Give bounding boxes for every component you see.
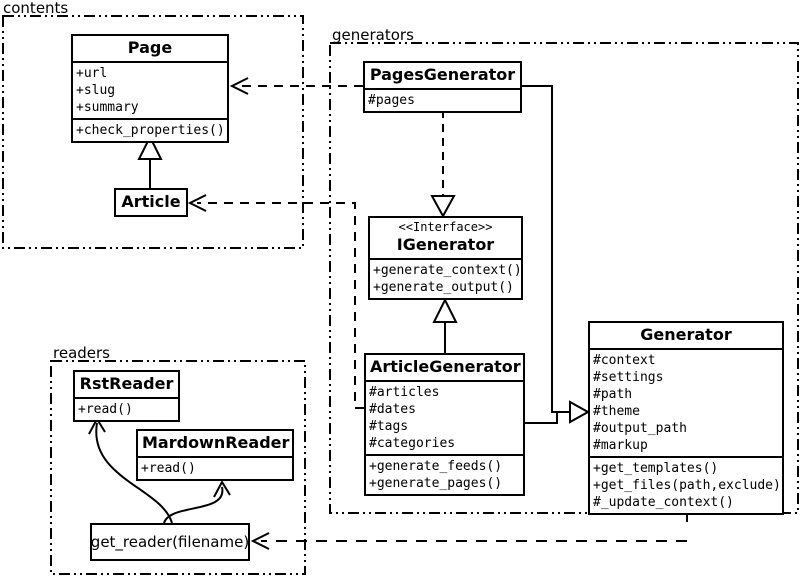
package-label-generators: generators <box>332 26 414 44</box>
class-generator-methods: +get_templates() +get_files(path,exclude… <box>590 458 782 513</box>
generalization-pagesgenerator-generator <box>522 85 570 413</box>
class-page-attributes: +url +slug +summary <box>73 63 227 120</box>
attribute: #articles <box>369 385 440 400</box>
class-igenerator-methods: +generate_context() +generate_output() <box>370 260 522 298</box>
attribute: +slug <box>76 83 116 98</box>
method: +check_properties() <box>76 123 225 138</box>
class-article-title: Article <box>121 192 181 211</box>
class-rstreader-title: RstReader <box>75 372 178 399</box>
attribute: #markup <box>593 438 648 453</box>
class-pagesgenerator-title: PagesGenerator <box>365 63 520 90</box>
method: +generate_context() <box>373 263 522 278</box>
generalization-arrowhead-page <box>137 134 163 160</box>
attribute: #theme <box>593 404 640 419</box>
attribute: #tags <box>369 419 409 434</box>
class-mardownreader: MardownReader +read() <box>136 429 294 481</box>
generalization-arrowhead-igenerator-bottom <box>432 297 458 323</box>
dependency-arrowhead-article <box>187 194 207 212</box>
class-articlegenerator-methods: +generate_feeds() +generate_pages() <box>366 456 523 494</box>
class-igenerator-name: IGenerator <box>396 235 495 254</box>
attribute: #categories <box>369 436 456 451</box>
class-article: Article <box>114 188 188 217</box>
attribute: +summary <box>76 100 139 115</box>
class-articlegenerator-attributes: #articles #dates #tags #categories <box>366 382 523 456</box>
class-articlegenerator-title: ArticleGenerator <box>366 355 523 382</box>
class-mardownreader-title: MardownReader <box>138 431 292 458</box>
package-label-contents: contents <box>3 0 69 17</box>
edge-getreader-mardownreader <box>163 486 224 524</box>
attribute: +url <box>76 66 108 81</box>
method: +generate_output() <box>373 280 514 295</box>
class-page: Page +url +slug +summary +check_properti… <box>71 34 229 143</box>
edge-getreader-rstreader <box>95 422 173 524</box>
get-reader-label: get_reader(filename) <box>90 533 250 551</box>
class-page-title: Page <box>73 36 227 63</box>
attribute: #path <box>593 387 633 402</box>
class-generator-attributes: #context #settings #path #theme #output_… <box>590 350 782 458</box>
package-border-generators <box>329 42 799 514</box>
method: +generate_pages() <box>369 476 503 491</box>
class-igenerator: <<Interface>> IGenerator +generate_conte… <box>368 216 523 300</box>
dependency-arrowhead-getreader <box>250 532 270 550</box>
method: +get_files(path,exclude) <box>593 478 781 493</box>
class-pagesgenerator-attributes: #pages <box>365 90 520 111</box>
class-page-methods: +check_properties() <box>73 120 227 141</box>
dependency-arrowhead-page <box>229 77 249 95</box>
class-igenerator-stereotype: <<Interface>> <box>398 220 493 234</box>
class-generator: Generator #context #settings #path #them… <box>588 321 784 515</box>
get-reader-node: get_reader(filename) <box>90 523 250 561</box>
package-label-readers: readers <box>53 344 110 362</box>
method: +read() <box>78 402 133 417</box>
class-mardownreader-methods: +read() <box>138 458 292 479</box>
attribute: #settings <box>593 370 664 385</box>
class-rstreader-methods: +read() <box>75 399 178 420</box>
attribute: #context <box>593 353 656 368</box>
dependency-articlegenerator-article <box>197 202 364 409</box>
class-generator-title: Generator <box>590 323 782 350</box>
generalization-arrowhead-generator <box>569 400 591 424</box>
class-pagesgenerator: PagesGenerator #pages <box>363 61 522 113</box>
attribute: #output_path <box>593 421 687 436</box>
generalization-articlegenerator-generator <box>525 412 558 424</box>
arrowhead-mardownreader <box>213 479 231 498</box>
class-rstreader: RstReader +read() <box>73 370 180 422</box>
method: +generate_feeds() <box>369 459 503 474</box>
realization-arrowhead-igenerator <box>430 195 456 219</box>
attribute: #pages <box>368 93 415 108</box>
class-igenerator-title: <<Interface>> IGenerator <box>370 218 521 260</box>
package-border-readers <box>50 360 306 575</box>
package-border-contents <box>2 15 304 249</box>
attribute: #dates <box>369 402 416 417</box>
method: #_update_context() <box>593 495 734 510</box>
method: +get_templates() <box>593 461 719 476</box>
class-articlegenerator: ArticleGenerator #articles #dates #tags … <box>364 353 525 496</box>
method: +read() <box>141 461 196 476</box>
